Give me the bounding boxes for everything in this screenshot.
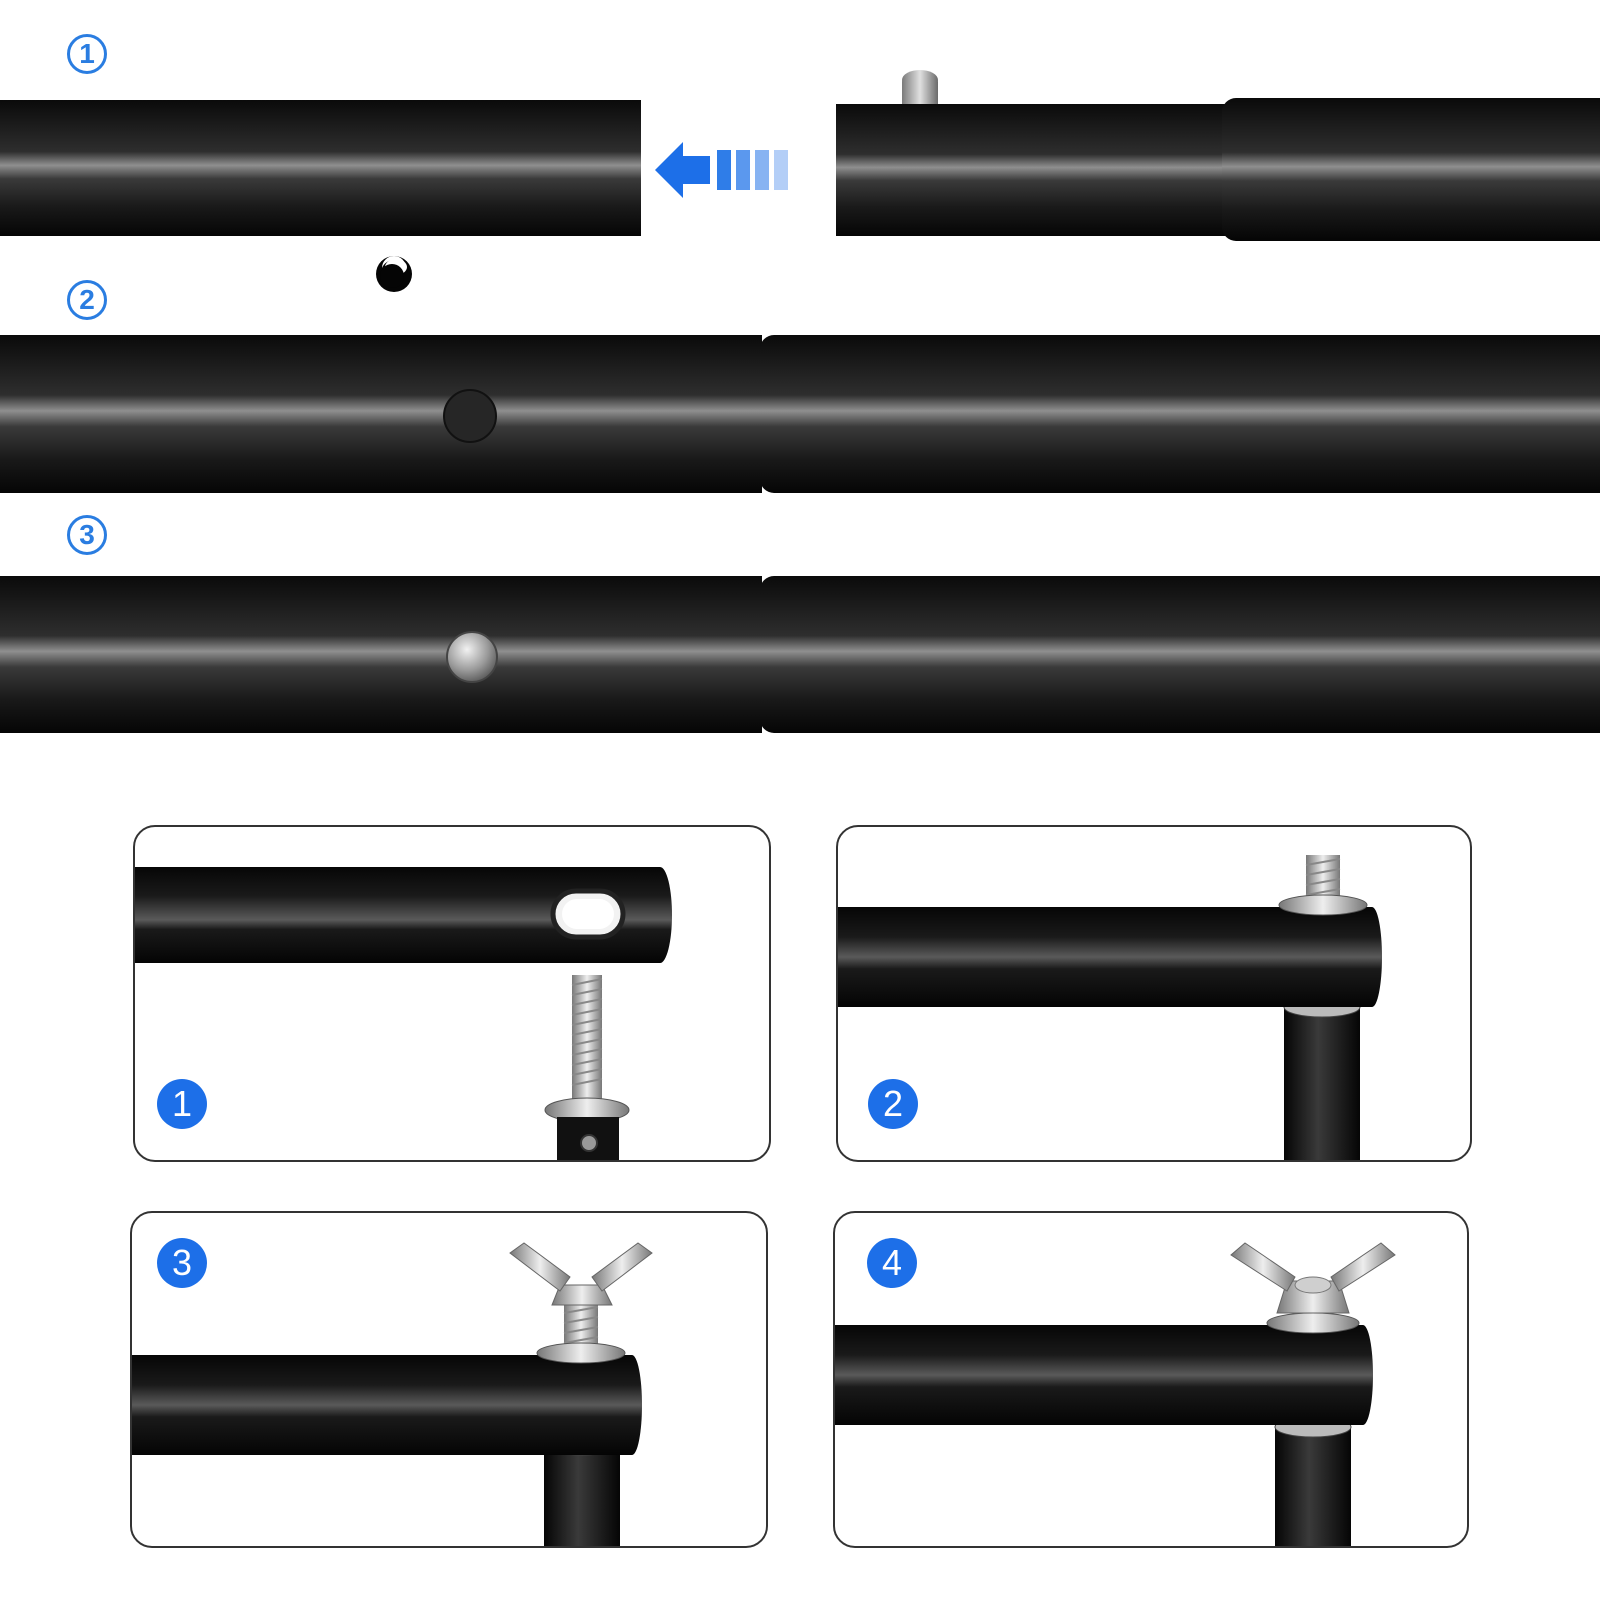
joined-tube-right-3 — [760, 576, 1600, 733]
panel-4-illustration — [835, 1242, 1396, 1546]
assembly-panel-3: 3 — [130, 1211, 768, 1548]
step-number-2: 2 — [67, 280, 107, 320]
panel-3-illustration — [132, 1242, 653, 1546]
panel-number-3: 3 — [157, 1238, 207, 1288]
assembly-panel-1: 1 — [133, 825, 771, 1162]
pin-hole — [443, 389, 497, 443]
panel-number-2: 2 — [868, 1079, 918, 1129]
panel-number-4: 4 — [867, 1238, 917, 1288]
step-number-1: 1 — [67, 34, 107, 74]
spring-pin-icon — [902, 70, 938, 110]
locked-pin — [446, 631, 498, 683]
assembly-panel-2: 2 — [836, 825, 1472, 1162]
tube-with-pin-narrow — [836, 104, 1236, 236]
joined-tube-left-3 — [0, 576, 762, 733]
panel-1-illustration — [135, 867, 672, 1160]
panel-number-1: 1 — [157, 1079, 207, 1129]
step-number-3: 3 — [67, 515, 107, 555]
joined-tube-right-2 — [760, 335, 1600, 493]
panel-2-illustration — [838, 855, 1382, 1160]
joined-tube-left-2 — [0, 335, 762, 493]
tube-hole — [376, 256, 412, 292]
arrow-left-icon — [655, 142, 788, 198]
assembly-panel-4: 4 — [833, 1211, 1469, 1548]
tube-with-hole — [0, 100, 641, 292]
tube-with-pin-wide — [1222, 98, 1600, 241]
